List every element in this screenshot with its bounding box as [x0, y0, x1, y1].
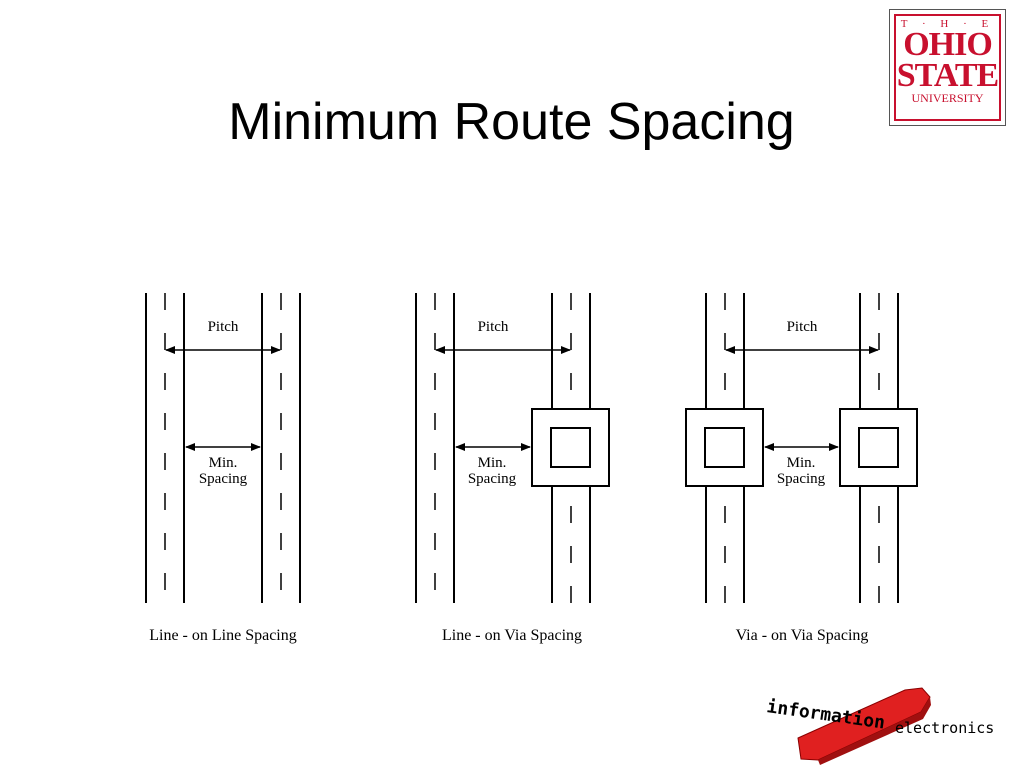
logo-line-ohio: OHIO — [903, 26, 993, 63]
min-label: Min. — [478, 455, 507, 471]
slide-title: Minimum Route Spacing — [228, 93, 795, 151]
ohio-state-logo: T · H · E OHIO STATE UNIVERSITY — [889, 9, 1006, 126]
min-label: Min. — [209, 455, 238, 471]
electronics-text: electronics — [895, 719, 994, 737]
spacing-label: Spacing — [199, 471, 248, 487]
diagram-via-on-via: Pitch Min. Spacing Via - on Via Spacing — [685, 293, 918, 644]
information-electronics-logo: information electronics — [765, 687, 994, 765]
diagram-caption: Line - on Line Spacing — [149, 627, 297, 644]
diagram-caption: Via - on Via Spacing — [736, 627, 869, 644]
diagram-caption: Line - on Via Spacing — [442, 627, 582, 644]
pitch-label: Pitch — [787, 319, 818, 335]
pitch-label: Pitch — [208, 319, 239, 335]
via — [531, 408, 610, 487]
diagram-line-on-via: Pitch Min. Spacing Line - on Via Spacing — [415, 293, 610, 644]
spacing-label: Spacing — [468, 471, 517, 487]
logo-line-state: STATE — [896, 57, 999, 94]
left-track — [145, 293, 185, 603]
left-via — [685, 408, 764, 487]
left-track — [415, 293, 455, 603]
red-stick-shadow — [818, 697, 931, 765]
pitch-label: Pitch — [478, 319, 509, 335]
spacing-label: Spacing — [777, 471, 826, 487]
right-via — [839, 408, 918, 487]
logo-line-university: UNIVERSITY — [911, 91, 984, 105]
logo-line-the: T · H · E — [900, 18, 995, 30]
diagram-line-on-line: Pitch Min. Spacing Line - on Line Spacin… — [145, 293, 301, 644]
min-label: Min. — [787, 455, 816, 471]
right-track — [261, 293, 301, 603]
